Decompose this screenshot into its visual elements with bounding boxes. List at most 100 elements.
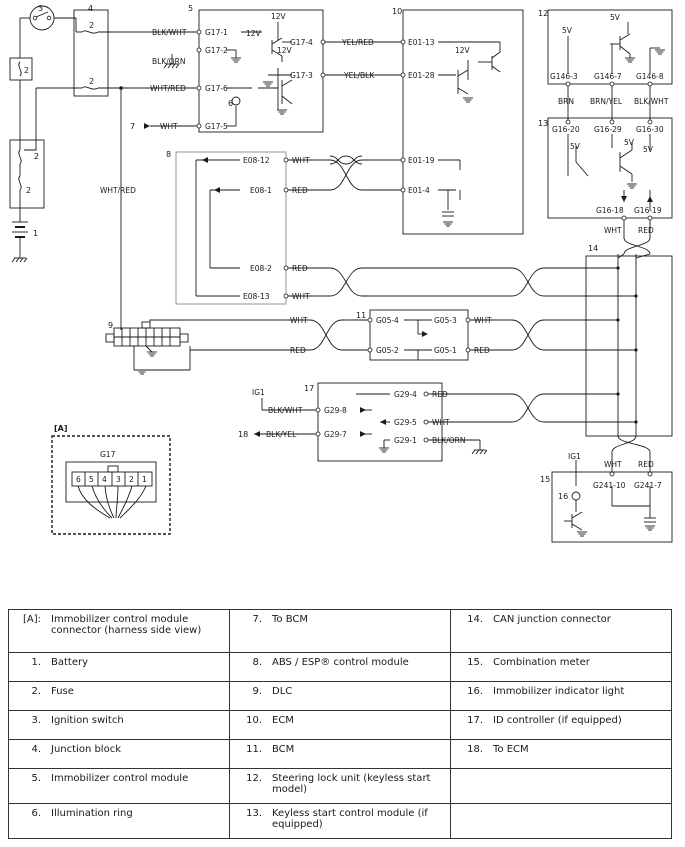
wire-label: BLK/ORN (432, 436, 466, 445)
supply-labels: 12V 12V 12V 12V 5V 5V 5V 5V 5V IG1 IG1 (246, 12, 654, 461)
terminal: G16-19 (634, 206, 662, 215)
legend-description: ID controller (if equipped) (493, 715, 622, 726)
wire-label: WHT (292, 292, 310, 301)
terminal: E08-12 (243, 156, 270, 165)
connector-pin: 4 (102, 475, 107, 484)
legend-number: [A]: (22, 614, 41, 625)
fuse-label: 2 (26, 186, 31, 195)
connector-pin: 5 (89, 475, 94, 484)
steering-lock-unit (547, 9, 673, 87)
terminal-labels: G17-1 G17-2 G17-6 G17-5 G17-4 G17-3 E01-… (205, 28, 664, 490)
wire-color-labels: BLK/WHT BLK/ORN WHT/RED WHT/RED WHT YEL/… (100, 28, 669, 469)
wire-label: BRN (558, 97, 574, 106)
wire-label: RED (292, 264, 308, 273)
callout: 16 (558, 492, 568, 501)
callout: 5 (188, 4, 193, 13)
callout: 12 (538, 9, 548, 18)
callout: 9 (108, 321, 113, 330)
supply-12v: 12V (455, 46, 471, 55)
legend-cell: 2. Fuse (8, 681, 230, 711)
terminal: E01-19 (408, 156, 435, 165)
terminal: G17-5 (205, 122, 228, 131)
wire-label: RED (292, 186, 308, 195)
wire-label: WHT (292, 156, 310, 165)
wire-label: WHT/RED (100, 186, 136, 195)
legend-number: 9. (252, 686, 262, 697)
connector-pin: 2 (129, 475, 134, 484)
legend-description: Fuse (51, 686, 74, 697)
legend-description: Junction block (51, 744, 121, 755)
wire-label: BLK/WHT (152, 28, 187, 37)
callout: 8 (166, 150, 171, 159)
legend-row: 2. Fuse 9. DLC 16.Immobilizer indicator ligh… (8, 681, 672, 711)
fuse-labels: 2 2 2 2 2 (24, 21, 94, 195)
legend-number: 2. (31, 686, 41, 697)
legend-number: 10. (246, 715, 262, 726)
wire-label: WHT (604, 226, 622, 235)
fuse-label: 2 (24, 66, 29, 75)
supply-5v: 5V (610, 13, 621, 22)
legend-cell: 18.To ECM (450, 739, 672, 769)
wire-label: BLK/ORN (152, 57, 186, 66)
legend-description: Steering lock unit (keyless start model) (272, 773, 431, 795)
callout: 17 (304, 384, 314, 393)
legend-cell: 4.Junction block (8, 739, 230, 769)
legend-cell: 11.BCM (229, 739, 451, 769)
callout: 10 (392, 7, 402, 16)
legend-table: [A]: Immobilizer control module connector… (8, 609, 672, 839)
wire-label: WHT (474, 316, 492, 325)
legend-description: Immobilizer control module connector (ha… (51, 614, 202, 636)
legend-description: Battery (51, 657, 89, 668)
connector-pin: 1 (142, 475, 147, 484)
legend-description: DLC (272, 686, 293, 697)
terminal: G29-8 (324, 406, 347, 415)
legend-cell: 7.To BCM (229, 609, 451, 653)
callout: 1 (33, 229, 38, 238)
callout: 3 (38, 4, 43, 13)
terminal: G17-1 (205, 28, 228, 37)
legend-number: 13. (246, 808, 262, 819)
callout: 15 (540, 475, 550, 484)
legend-number: 6. (31, 808, 41, 819)
wire-label: RED (474, 346, 490, 355)
terminal: G05-2 (376, 346, 399, 355)
legend-number: 17. (467, 715, 483, 726)
terminal: G29-5 (394, 418, 417, 427)
can-junction-connector (585, 253, 673, 437)
callout: 13 (538, 119, 548, 128)
dlc-connector (105, 321, 191, 375)
legend-number: 16. (467, 686, 483, 697)
terminal: G17-3 (290, 71, 313, 80)
terminal: G16-29 (594, 125, 622, 134)
supply-12v: 12V (271, 12, 287, 21)
legend-number: 8. (252, 657, 262, 668)
legend-number: 18. (467, 744, 483, 755)
legend-number: 14. (467, 614, 483, 625)
wire-label: YEL/BLK (343, 71, 375, 80)
callout-numbers: 3 4 5 1 6 7 8 9 10 11 12 13 14 15 16 17 … (33, 4, 598, 501)
wire-label: WHT/RED (150, 84, 186, 93)
callout: 7 (130, 122, 135, 131)
legend-cell: 14.CAN junction connector (450, 609, 672, 653)
callout: 14 (588, 244, 598, 253)
supply-12v: 12V (246, 29, 262, 38)
legend-cell: 13.Keyless start control module (if equi… (229, 803, 451, 839)
connector-g17-labels: G17 6 5 4 3 2 1 (76, 450, 147, 484)
supply-5v: 5V (570, 142, 581, 151)
legend-cell: 16.Immobilizer indicator light (450, 681, 672, 711)
terminal: G16-30 (636, 125, 664, 134)
terminal: G16-18 (596, 206, 624, 215)
legend-cell: 8.ABS / ESP® control module (229, 652, 451, 682)
battery-circuit (9, 5, 198, 330)
legend-cell: 5.Immobilizer control module (8, 768, 230, 804)
callout: 11 (356, 311, 366, 320)
abs-esp-module (175, 151, 289, 305)
terminal: G146-3 (550, 72, 578, 81)
legend-description: Immobilizer control module (51, 773, 189, 784)
terminal: E08-2 (250, 264, 272, 273)
connector-view-a (51, 435, 171, 535)
wire-label: BLK/YEL (266, 430, 297, 439)
fuse-label: 2 (89, 77, 94, 86)
